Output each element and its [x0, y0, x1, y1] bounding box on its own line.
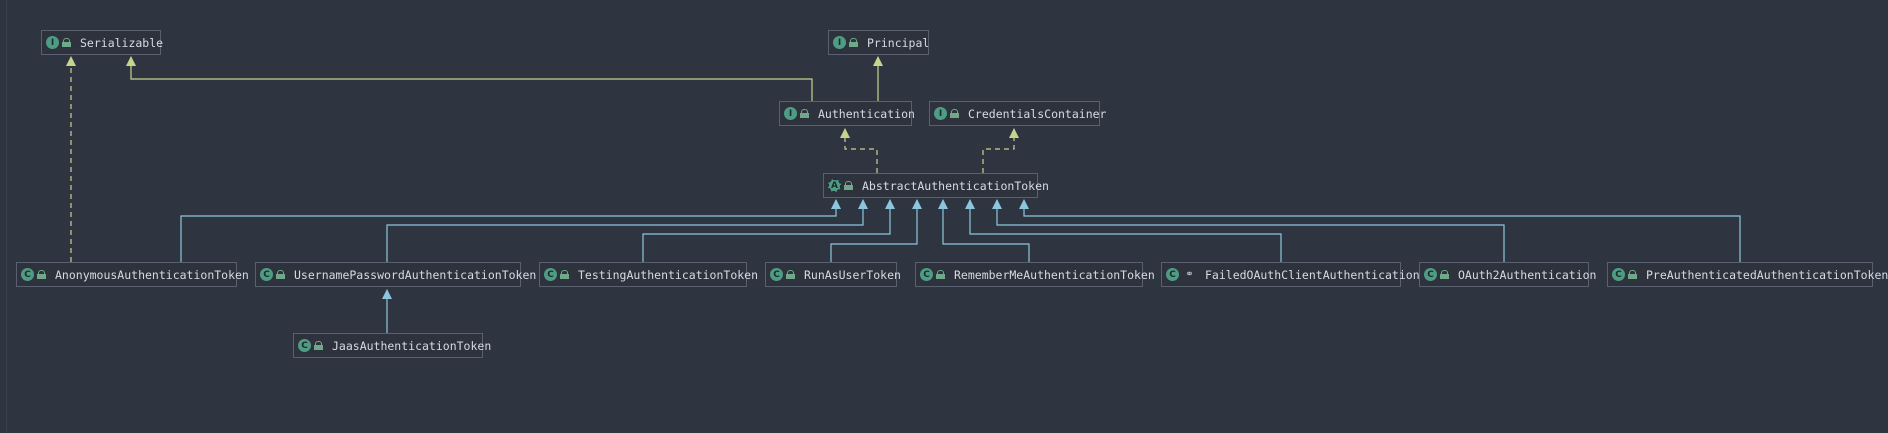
- class-icon: C: [1612, 268, 1625, 281]
- node-label: Serializable: [80, 35, 164, 50]
- class-icon: C: [770, 268, 783, 281]
- edge-abstract-implements-credentials: [982, 128, 1019, 173]
- link-icon: ⚭: [1185, 269, 1194, 280]
- lock-icon: [560, 270, 569, 279]
- node-credentials-container[interactable]: I CredentialsContainer: [929, 101, 1106, 126]
- node-authentication[interactable]: I Authentication: [779, 101, 915, 126]
- lock-icon: [37, 270, 46, 279]
- edge-anonymous-extends-abstract: [180, 199, 841, 262]
- class-icon: C: [298, 339, 311, 352]
- node-oauth2-authentication[interactable]: C OAuth2Authentication: [1419, 262, 1596, 287]
- node-username-password-authentication-token[interactable]: C UsernamePasswordAuthenticationToken: [255, 262, 536, 287]
- node-label: Authentication: [818, 106, 915, 121]
- edge-preauth-extends-abstract: [1019, 199, 1741, 262]
- interface-icon: I: [784, 107, 797, 120]
- node-label: JaasAuthenticationToken: [332, 338, 492, 353]
- interface-icon: I: [46, 36, 59, 49]
- edge-rememberme-extends-abstract: [938, 199, 1030, 262]
- node-label: AbstractAuthenticationToken: [862, 178, 1049, 193]
- lock-icon: [1440, 270, 1449, 279]
- node-remember-me-authentication-token[interactable]: C RememberMeAuthenticationToken: [915, 262, 1155, 287]
- edge-abstract-implements-authentication: [840, 128, 878, 173]
- class-icon: C: [920, 268, 933, 281]
- node-label: OAuth2Authentication: [1458, 267, 1597, 282]
- class-icon: C: [21, 268, 34, 281]
- node-label: RunAsUserToken: [804, 267, 901, 282]
- node-label: Principal: [867, 35, 930, 50]
- node-failed-oauth-client-authentication[interactable]: C ⚭ FailedOAuthClientAuthentication: [1161, 262, 1420, 287]
- node-run-as-user-token[interactable]: C RunAsUserToken: [765, 262, 901, 287]
- node-label: FailedOAuthClientAuthentication: [1205, 267, 1420, 282]
- lock-icon: [314, 341, 323, 350]
- interface-icon: I: [833, 36, 846, 49]
- node-principal[interactable]: I Principal: [828, 30, 929, 55]
- node-pre-authenticated-authentication-token[interactable]: C PreAuthenticatedAuthenticationToken: [1607, 262, 1888, 287]
- interface-icon: I: [934, 107, 947, 120]
- edge-username-extends-abstract: [386, 199, 868, 262]
- node-label: UsernamePasswordAuthenticationToken: [294, 267, 537, 282]
- edge-failedoauth-extends-abstract: [965, 199, 1282, 262]
- lock-icon: [849, 38, 858, 47]
- edge-authentication-extends-serializable: [126, 56, 813, 101]
- lock-icon: [276, 270, 285, 279]
- class-icon: C: [1166, 268, 1179, 281]
- lock-icon: [844, 181, 853, 190]
- lock-icon: [800, 109, 809, 118]
- node-label: CredentialsContainer: [968, 106, 1107, 121]
- lock-icon: [950, 109, 959, 118]
- edge-runas-extends-abstract: [830, 199, 922, 262]
- lock-icon: [936, 270, 945, 279]
- class-icon: C: [260, 268, 273, 281]
- class-icon: C: [544, 268, 557, 281]
- node-label: AnonymousAuthenticationToken: [55, 267, 249, 282]
- lock-icon: [1628, 270, 1637, 279]
- edge-oauth2-extends-abstract: [992, 199, 1505, 262]
- edge-testing-extends-abstract: [642, 199, 895, 262]
- node-testing-authentication-token[interactable]: C TestingAuthenticationToken: [539, 262, 758, 287]
- abstract-class-icon: A: [828, 179, 841, 192]
- node-jaas-authentication-token[interactable]: C JaasAuthenticationToken: [293, 333, 491, 358]
- lock-icon: [786, 270, 795, 279]
- node-abstract-authentication-token[interactable]: A AbstractAuthenticationToken: [823, 173, 1049, 198]
- node-label: PreAuthenticatedAuthenticationToken: [1646, 267, 1888, 282]
- node-serializable[interactable]: I Serializable: [41, 30, 164, 55]
- left-rail: [6, 0, 7, 433]
- class-icon: C: [1424, 268, 1437, 281]
- node-label: TestingAuthenticationToken: [578, 267, 759, 282]
- lock-icon: [62, 38, 71, 47]
- node-label: RememberMeAuthenticationToken: [954, 267, 1155, 282]
- node-anonymous-authentication-token[interactable]: C AnonymousAuthenticationToken: [16, 262, 249, 287]
